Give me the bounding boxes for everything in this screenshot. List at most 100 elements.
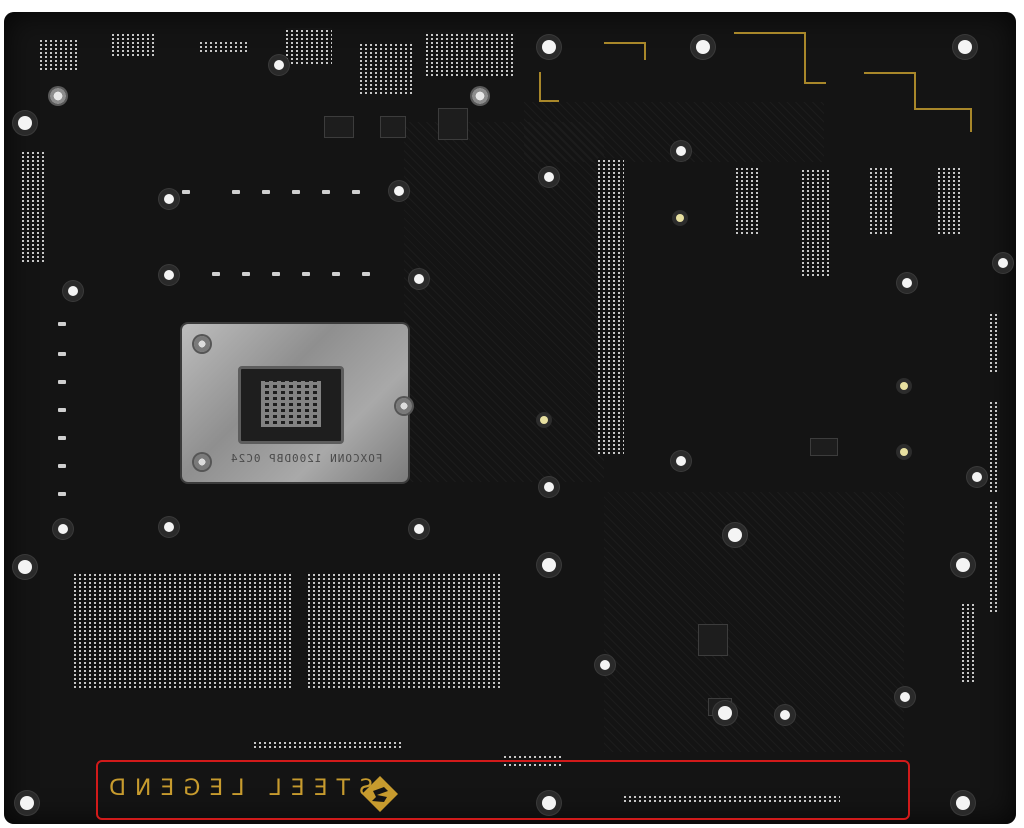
vrm-pins bbox=[736, 168, 758, 234]
smd-component bbox=[212, 272, 220, 276]
dimm-pins bbox=[74, 572, 294, 688]
via-hole bbox=[600, 660, 610, 670]
trace-area-right bbox=[604, 492, 904, 752]
motherboard-back: FOXCONN 1200DBP 0C24 bbox=[4, 12, 1016, 824]
smd-component bbox=[292, 190, 300, 194]
via-hole bbox=[164, 522, 174, 532]
test-point bbox=[676, 214, 684, 222]
via-hole bbox=[676, 456, 686, 466]
left-header bbox=[22, 152, 44, 262]
smd-component bbox=[58, 380, 66, 384]
trace-area-center bbox=[404, 122, 604, 482]
dimm-pins bbox=[308, 572, 502, 688]
via-hole bbox=[544, 482, 554, 492]
brand-highlight-box bbox=[96, 760, 910, 820]
smd-component bbox=[242, 272, 250, 276]
test-point bbox=[900, 382, 908, 390]
mounting-hole bbox=[18, 116, 32, 130]
smd-component bbox=[58, 352, 66, 356]
smd-component bbox=[362, 272, 370, 276]
chip bbox=[380, 116, 406, 138]
chip bbox=[698, 624, 728, 656]
steel-legend-logo-icon bbox=[362, 776, 398, 812]
trace-area-top bbox=[524, 102, 824, 162]
via-hole bbox=[414, 274, 424, 284]
test-point bbox=[540, 416, 548, 424]
mounting-hole bbox=[542, 558, 556, 572]
chip bbox=[810, 438, 838, 456]
smd-component bbox=[58, 408, 66, 412]
chip bbox=[324, 116, 354, 138]
io-header bbox=[286, 28, 332, 64]
smd-component bbox=[322, 190, 330, 194]
mounting-hole bbox=[956, 796, 970, 810]
bottom-header bbox=[624, 794, 840, 802]
via-hole bbox=[58, 524, 68, 534]
smd-component bbox=[58, 436, 66, 440]
via-hole bbox=[414, 524, 424, 534]
right-header bbox=[990, 312, 1000, 372]
via-hole bbox=[68, 286, 78, 296]
backplate-screw bbox=[396, 398, 412, 414]
mounting-hole bbox=[542, 796, 556, 810]
backplate-window bbox=[238, 366, 344, 444]
cpu-socket-backplate: FOXCONN 1200DBP 0C24 bbox=[182, 324, 412, 482]
vrm-pins bbox=[802, 168, 830, 276]
mounting-hole bbox=[958, 40, 972, 54]
smd-component bbox=[58, 464, 66, 468]
via-hole bbox=[394, 186, 404, 196]
backplate-screw bbox=[194, 336, 210, 352]
mounting-hole bbox=[728, 528, 742, 542]
vrm-pins bbox=[870, 168, 892, 234]
gold-trace bbox=[604, 42, 646, 60]
brand-text: STEEL LEGEND bbox=[100, 776, 373, 801]
pcie-slot-pins bbox=[598, 158, 624, 454]
mounting-hole bbox=[542, 40, 556, 54]
via-hole bbox=[998, 258, 1008, 268]
gold-trace bbox=[914, 108, 972, 132]
smd-component bbox=[352, 190, 360, 194]
right-header bbox=[962, 602, 974, 682]
mounting-hole bbox=[20, 796, 34, 810]
right-header bbox=[990, 502, 1000, 612]
bottom-header bbox=[254, 740, 404, 748]
io-header bbox=[112, 34, 156, 56]
vrm-pins bbox=[938, 168, 960, 234]
mounting-hole bbox=[956, 558, 970, 572]
mounting-hole bbox=[18, 560, 32, 574]
standoff bbox=[48, 86, 68, 106]
gold-trace bbox=[539, 72, 559, 102]
io-header bbox=[40, 40, 80, 70]
smd-component bbox=[302, 272, 310, 276]
via-hole bbox=[164, 270, 174, 280]
via-hole bbox=[972, 472, 982, 482]
socket-pads bbox=[261, 381, 321, 427]
right-header bbox=[990, 402, 1000, 492]
io-header bbox=[360, 42, 412, 94]
via-hole bbox=[902, 278, 912, 288]
mounting-hole bbox=[696, 40, 710, 54]
chip bbox=[438, 108, 468, 140]
smd-component bbox=[332, 272, 340, 276]
backplate-screw bbox=[194, 454, 210, 470]
test-point bbox=[900, 448, 908, 456]
smd-component bbox=[262, 190, 270, 194]
via-hole bbox=[900, 692, 910, 702]
io-header bbox=[426, 32, 516, 76]
smd-component bbox=[232, 190, 240, 194]
gold-trace bbox=[804, 70, 826, 84]
smd-component bbox=[58, 322, 66, 326]
via-hole bbox=[780, 710, 790, 720]
smd-component bbox=[58, 492, 66, 496]
via-hole bbox=[274, 60, 284, 70]
mounting-hole bbox=[718, 706, 732, 720]
standoff bbox=[470, 86, 490, 106]
io-header bbox=[200, 40, 250, 52]
via-hole bbox=[544, 172, 554, 182]
via-hole bbox=[676, 146, 686, 156]
smd-component bbox=[272, 272, 280, 276]
via-hole bbox=[164, 194, 174, 204]
gold-trace bbox=[734, 32, 806, 74]
socket-marking: FOXCONN 1200DBP 0C24 bbox=[230, 452, 383, 465]
gold-trace bbox=[864, 72, 916, 110]
